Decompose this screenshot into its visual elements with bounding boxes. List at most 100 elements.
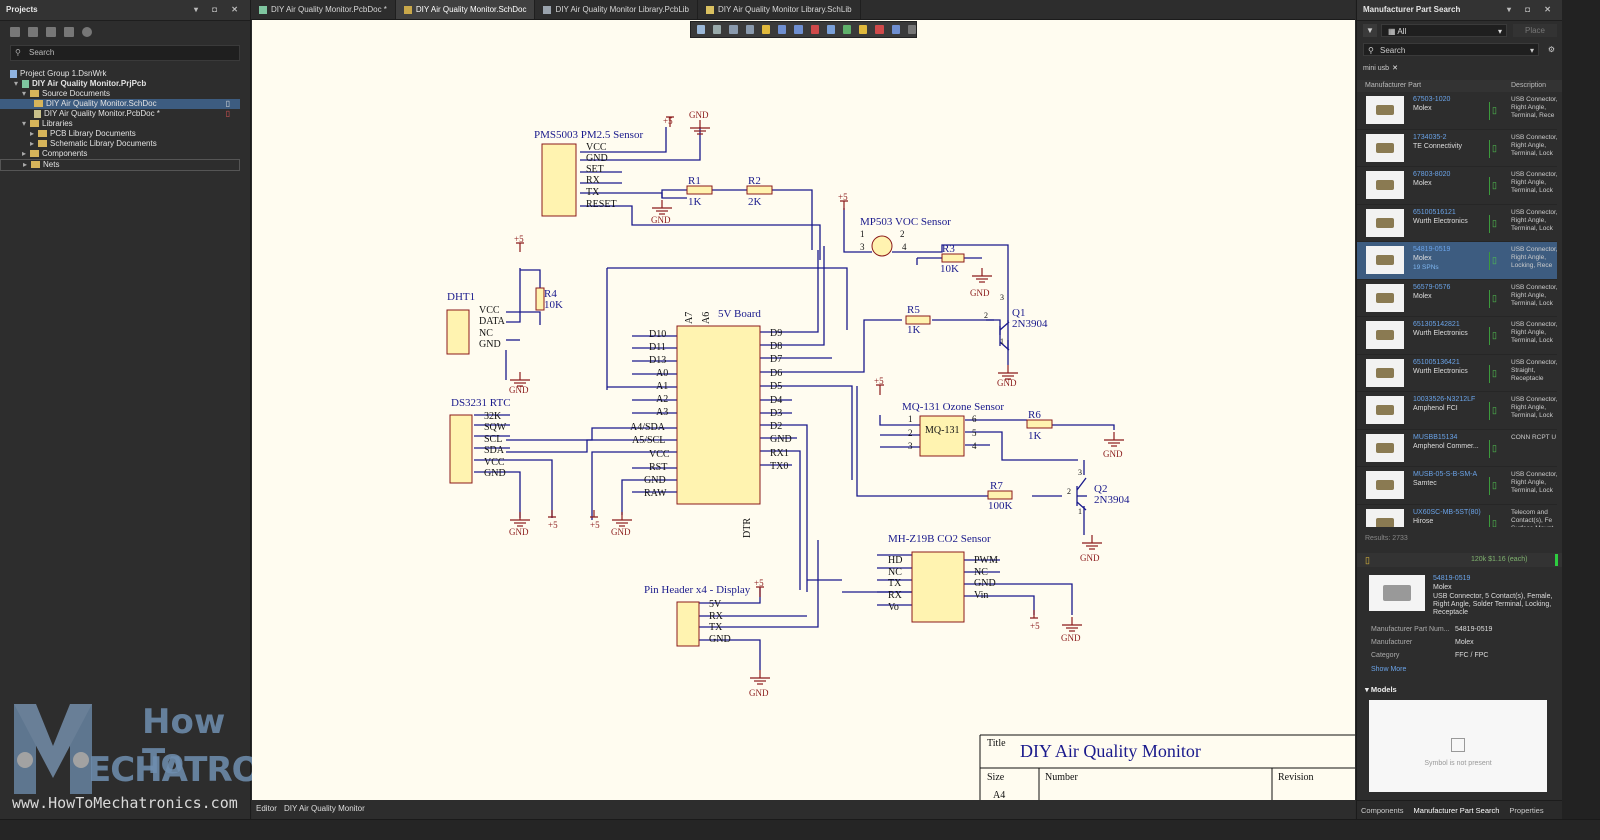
settings-icon[interactable]: ⚙ [1545, 43, 1558, 56]
part-row[interactable]: 67503-1020Molex▯USB Connector, Right Ang… [1357, 92, 1557, 130]
part-number[interactable]: 1734035-2 [1413, 134, 1446, 141]
tree-item-pcb-libraries[interactable]: ▸PCB Library Documents [0, 129, 250, 139]
part-row[interactable]: MUSB-05-S-B-SM-ASamtec▯USB Connector, Ri… [1357, 467, 1557, 505]
part-number[interactable]: MUSB-05-S-B-SM-A [1413, 471, 1477, 478]
tree-item-pcbdoc[interactable]: DIY Air Quality Monitor.PcbDoc *▯ [0, 109, 240, 119]
folder-open-icon[interactable] [64, 27, 74, 37]
pin-num: 4 [902, 242, 907, 252]
part-row[interactable]: 56579-0576Molex▯USB Connector, Right Ang… [1357, 280, 1557, 318]
save-icon[interactable] [10, 27, 20, 37]
sheet-symbol-icon[interactable] [843, 25, 851, 34]
part-row[interactable]: 1734035-2TE Connectivity▯USB Connector, … [1357, 130, 1557, 168]
tree-item-components[interactable]: ▸Components [0, 149, 250, 159]
tree-item-schdoc[interactable]: DIY Air Quality Monitor.SchDoc▯ [0, 99, 240, 109]
filter-icon[interactable]: ▼ [1363, 24, 1377, 37]
expand-icon[interactable]: ▸ [30, 139, 38, 149]
part-row[interactable]: 67803-8020Molex▯USB Connector, Right Ang… [1357, 167, 1557, 205]
tree-item-nets[interactable]: ▸Nets [0, 159, 240, 171]
move-icon[interactable] [713, 25, 721, 34]
pin-label: Vo [888, 602, 899, 613]
model-available-icon: ▯ [1492, 518, 1497, 528]
r7-val: 100K [988, 500, 1013, 512]
align-icon[interactable] [746, 25, 754, 34]
pcb-doc-icon [259, 6, 267, 14]
part-number[interactable]: 65100516121 [1413, 209, 1456, 216]
part-number[interactable]: 56579-0576 [1413, 284, 1450, 291]
pin-label: TX0 [770, 461, 788, 472]
tree-item-sch-libraries[interactable]: ▸Schematic Library Documents [0, 139, 250, 149]
col-manufacturer-part[interactable]: Manufacturer Part [1365, 82, 1421, 89]
expand-icon[interactable]: ▾ [14, 79, 22, 89]
bus-icon[interactable] [794, 25, 802, 34]
category-select[interactable]: ▦ All▾ [1381, 24, 1507, 37]
part-number[interactable]: 67503-1020 [1413, 96, 1450, 103]
part-row[interactable]: 65100516121Wurth Electronics▯USB Connect… [1357, 205, 1557, 243]
gear-icon[interactable] [82, 27, 92, 37]
search-chip[interactable]: mini usb✕ [1363, 64, 1398, 74]
tree-item-libraries[interactable]: ▾ Libraries [0, 119, 250, 129]
tab-components[interactable]: Components [1361, 806, 1404, 815]
arc-icon[interactable] [908, 25, 916, 34]
directive-icon[interactable] [875, 25, 883, 34]
panel-controls-icon[interactable]: ▾ ◘ ✕ [194, 0, 244, 20]
expand-icon[interactable]: ▸ [30, 129, 38, 139]
editor-tab[interactable]: Editor [256, 804, 277, 813]
tree-item-project[interactable]: ▾DIY Air Quality Monitor.PrjPcb [0, 79, 250, 89]
text-icon[interactable] [892, 25, 900, 34]
part-number[interactable]: UX60SC-MB-5ST(80) [1413, 509, 1481, 516]
part-number[interactable]: 651305142821 [1413, 321, 1460, 328]
detail-part-number[interactable]: 54819-0519 [1433, 575, 1470, 582]
pin-label: RST [649, 462, 667, 473]
part-row[interactable]: 54819-0519Molex19 SPNs▯USB Connector, Ri… [1357, 242, 1557, 280]
tab-pcblib[interactable]: DIY Air Quality Monitor Library.PcbLib [535, 0, 698, 19]
tab-schdoc[interactable]: DIY Air Quality Monitor.SchDoc [396, 0, 536, 19]
projects-search-input[interactable]: ⚲ Search [10, 45, 240, 61]
tab-properties[interactable]: Properties [1509, 806, 1543, 815]
panel-controls-icon[interactable]: ▾ ◘ ✕ [1507, 0, 1557, 20]
part-number[interactable]: 651005136421 [1413, 359, 1460, 366]
part-number[interactable]: 10033526-N3212LF [1413, 396, 1475, 403]
tree-item-source-documents[interactable]: ▾Source Documents [0, 89, 250, 99]
show-more-link[interactable]: Show More [1371, 666, 1406, 673]
tab-schlib[interactable]: DIY Air Quality Monitor Library.SchLib [698, 0, 861, 19]
part-number[interactable]: MUSBB15134 [1413, 434, 1457, 441]
expand-icon[interactable]: ▾ [22, 119, 30, 129]
sheet-name-tab[interactable]: DIY Air Quality Monitor [284, 804, 365, 813]
select-icon[interactable] [729, 25, 737, 34]
part-row[interactable]: 651305142821Wurth Electronics▯USB Connec… [1357, 317, 1557, 355]
part-row[interactable]: UX60SC-MB-5ST(80)Hirose▯Telecom and Cont… [1357, 505, 1557, 528]
filter-icon[interactable] [697, 25, 705, 34]
workspace-icon [10, 70, 17, 78]
expand-icon[interactable]: ▸ [22, 149, 30, 159]
part-number[interactable]: 54819-0519 [1413, 246, 1450, 253]
wire-icon[interactable] [778, 25, 786, 34]
part-manufacturer: Wurth Electronics [1413, 368, 1468, 375]
schematic-canvas[interactable]: PMS5003 PM2.5 Sensor VCC GND SET RX TX R… [252, 20, 1355, 800]
tree-item-workspace[interactable]: Project Group 1.DsnWrk [0, 69, 250, 79]
header-title: Pin Header x4 - Display [644, 584, 751, 596]
port-icon[interactable] [859, 25, 867, 34]
part-stock[interactable]: 19 SPNs [1413, 264, 1439, 271]
mps-search-input[interactable]: ⚲Search▾ [1363, 43, 1539, 56]
part-row[interactable]: 10033526-N3212LFAmphenol FCI▯USB Connect… [1357, 392, 1557, 430]
expand-icon[interactable]: ▸ [23, 160, 31, 170]
folder-icon[interactable] [46, 27, 56, 37]
part-icon[interactable] [762, 25, 770, 34]
pin-label: RX [586, 175, 601, 186]
col-description[interactable]: Description [1511, 82, 1546, 89]
models-section[interactable]: ▾ Models [1365, 685, 1397, 694]
tab-pcbdoc[interactable]: DIY Air Quality Monitor.PcbDoc * [251, 0, 396, 19]
part-thumbnail [1366, 246, 1404, 274]
open-icon[interactable] [28, 27, 38, 37]
tree-item-label: Libraries [42, 119, 73, 128]
place-button[interactable]: Place [1513, 24, 1557, 37]
part-row[interactable]: 651005136421Wurth Electronics▯USB Connec… [1357, 355, 1557, 393]
close-icon[interactable]: ✕ [1392, 65, 1398, 72]
part-row[interactable]: MUSBB15134Amphenol Commer...▯CONN RCPT U [1357, 430, 1557, 468]
net-label-icon[interactable] [827, 25, 835, 34]
part-number[interactable]: 67803-8020 [1413, 171, 1450, 178]
tab-manufacturer-part-search[interactable]: Manufacturer Part Search [1414, 806, 1500, 815]
expand-icon[interactable]: ▾ [22, 89, 30, 99]
model-preview: Symbol is not present [1369, 700, 1547, 792]
power-port-icon[interactable] [811, 25, 819, 34]
